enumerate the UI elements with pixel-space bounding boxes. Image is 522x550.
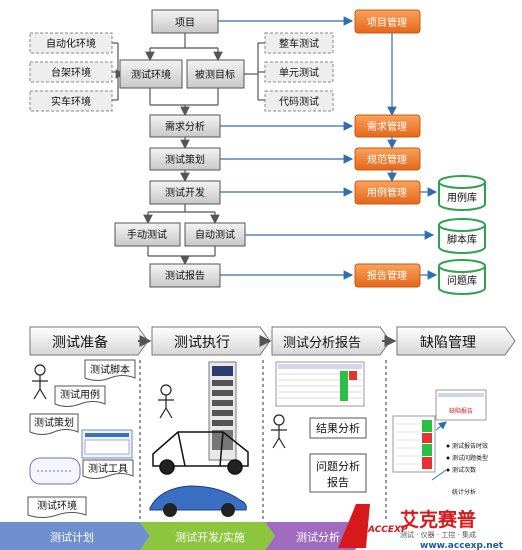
node-manual-test: 手动测试 [127, 228, 167, 241]
brand-url: www.accexp.net [420, 541, 504, 550]
issue-lib-label: 问题库 [447, 274, 477, 287]
prep-item-env: 测试环境 [37, 499, 77, 512]
node-case-mgmt: 用例管理 [367, 186, 407, 199]
footer-seg-dev: 测试开发/实施 [175, 530, 245, 544]
mgmt-nodes: 项目管理 需求管理 规范管理 用例管理 报告管理 [354, 9, 421, 288]
case-lib-label: 用例库 [447, 191, 477, 204]
env-nodes: 自动化环境 台架环境 实车环境 [29, 32, 113, 112]
defect-stat-analysis: 统计分析 [452, 488, 476, 496]
prep-item-tool: 测试工具 [88, 462, 128, 475]
node-auto-test: 自动测试 [195, 228, 235, 241]
issue-library: 问题库 [438, 259, 486, 295]
stick-figure-icon [32, 364, 48, 400]
prep-item-script: 测试脚本 [90, 363, 130, 376]
defect-report-label: 缺陷报告 [449, 407, 473, 415]
stage-header-prep: 测试准备 [52, 334, 108, 351]
node-test-report: 测试报告 [165, 269, 205, 282]
node-project: 项目 [175, 17, 195, 29]
node-req-analysis: 需求分析 [165, 120, 205, 133]
brand-watermark: ACCEXP 艾克赛普 测试 · 仪器 · 工控 · 集成 www.accexp… [338, 504, 504, 550]
car-image [149, 485, 247, 517]
target-node-vehicle: 整车测试 [279, 37, 319, 50]
env-node-automation: 自动化环境 [46, 37, 96, 50]
analysis-item-result: 结果分析 [316, 421, 360, 435]
node-report-mgmt: 报告管理 [367, 269, 407, 282]
node-spec-mgmt: 规范管理 [367, 153, 407, 166]
node-project-mgmt: 项目管理 [367, 16, 407, 29]
brand-logo-text: ACCEXP [367, 525, 408, 535]
defect-stat-timeliness: 测试报告时效 [452, 442, 488, 450]
target-node-unit: 单元测试 [279, 66, 319, 79]
stick-figure-icon [271, 414, 287, 449]
node-req-mgmt: 需求管理 [367, 120, 407, 133]
node-test-env: 测试环境 [131, 68, 171, 81]
stage-header-exec: 测试执行 [174, 335, 230, 351]
brand-slogan: 测试 · 仪器 · 工控 · 集成 [400, 530, 476, 539]
accexp-logo-icon [338, 504, 370, 548]
defect-column: 缺陷报告 测试报告时效 测试问题类型 测试次数 统计分析 [392, 389, 488, 496]
node-test-dev: 测试开发 [165, 186, 205, 199]
stick-figure-icon [158, 384, 174, 419]
stage-headers: 测试准备 测试执行 测试分析报告 缺陷管理 [29, 326, 516, 356]
brand-name: 艾克赛普 [400, 508, 476, 531]
defect-stat-count: 测试次数 [452, 466, 476, 474]
result-table-image [275, 361, 365, 407]
stage-header-analysis: 测试分析报告 [283, 336, 361, 351]
stage-dividers [139, 360, 387, 522]
prep-item-case: 测试用例 [60, 388, 100, 401]
stage-header-defect: 缺陷管理 [420, 335, 476, 351]
node-test-target: 被测目标 [195, 68, 235, 81]
node-test-plan: 测试策划 [165, 153, 205, 166]
target-nodes: 整车测试 单元测试 代码测试 [264, 32, 334, 112]
vehicle-chassis-image [152, 431, 249, 475]
defect-stat-type: 测试问题类型 [452, 454, 488, 462]
process-nodes: 项目 测试环境 被测目标 需求分析 测试策划 测试开发 手动测试 自动测试 测试… [114, 9, 246, 288]
env-node-vehicle: 实车环境 [51, 95, 91, 108]
prep-item-plan: 测试策划 [34, 416, 74, 429]
case-library: 用例库 [438, 175, 486, 211]
mgmt-connectors [218, 16, 438, 280]
footer-band: 测试计划 测试开发/实施 测试分析 [0, 522, 365, 550]
prep-column: 测试脚本 测试用例 测试策划 测试工具 测试环境 [27, 359, 136, 518]
analysis-item-issue-line1: 问题分析 [316, 459, 360, 473]
exec-column [149, 361, 249, 517]
script-lib-label: 脚本库 [447, 233, 477, 246]
footer-seg-plan: 测试计划 [50, 531, 94, 544]
target-node-code: 代码测试 [279, 95, 319, 108]
flow-connectors [112, 33, 265, 266]
script-library: 脚本库 [438, 218, 486, 254]
env-node-bench: 台架环境 [51, 66, 91, 79]
analysis-item-issue-line2: 报告 [327, 475, 349, 489]
analysis-column: 结果分析 问题分析 报告 [271, 361, 367, 493]
footer-seg-analysis: 测试分析 [296, 530, 340, 544]
